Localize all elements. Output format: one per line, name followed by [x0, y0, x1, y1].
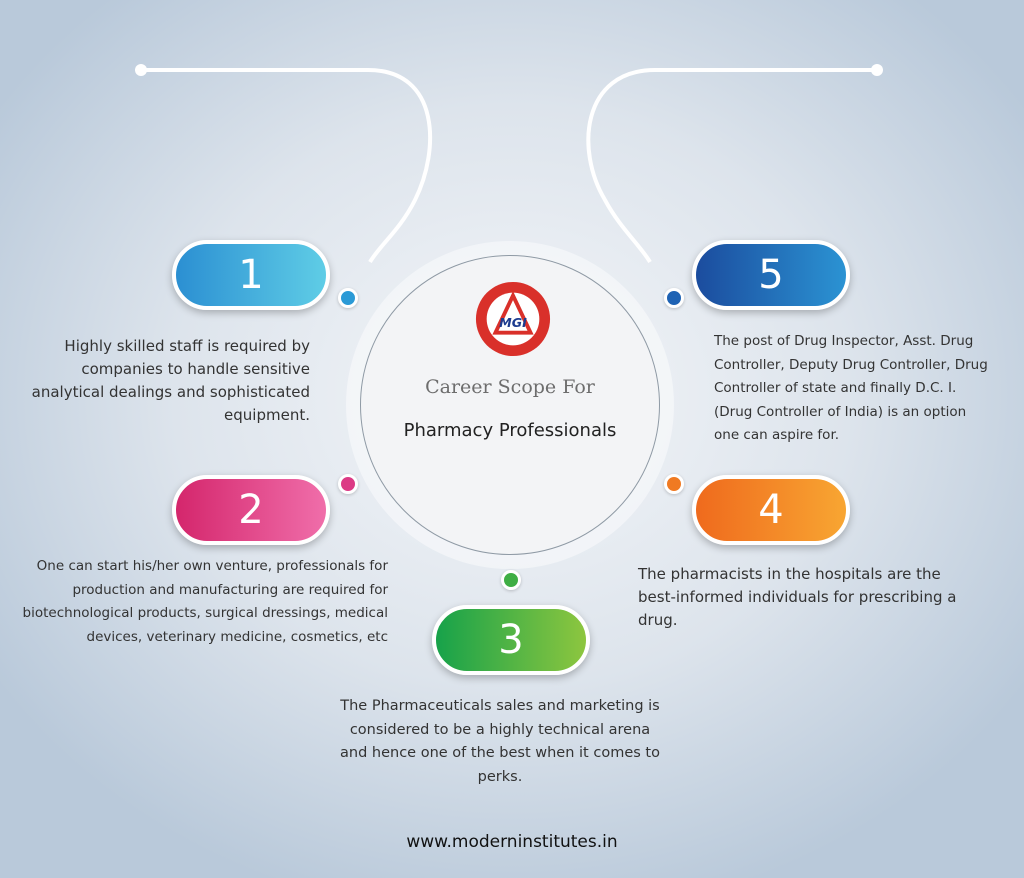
center-subtitle: Career Scope For: [425, 376, 595, 398]
step-4-badge: 4: [692, 475, 850, 545]
mgi-logo: MGI: [475, 281, 551, 357]
step-3-dot: [501, 570, 521, 590]
step-4-text: The pharmacists in the hospitals are the…: [638, 565, 957, 629]
step-5-dot: [664, 288, 684, 308]
step-2-text: One can start his/her own venture, profe…: [22, 558, 388, 645]
step-3-badge: 3: [432, 605, 590, 675]
step-4-dot: [664, 474, 684, 494]
logo-text: MGI: [499, 315, 527, 330]
step-1-text: Highly skilled staff is required by comp…: [31, 337, 310, 424]
step-1-dot: [338, 288, 358, 308]
step-1-badge: 1: [172, 240, 330, 310]
website-url[interactable]: www.moderninstitutes.in: [406, 832, 618, 852]
center-title: Pharmacy Professionals: [403, 420, 617, 441]
step-5-badge: 5: [692, 240, 850, 310]
step-5-text: The post of Drug Inspector, Asst. Drug C…: [714, 333, 988, 443]
step-2-dot: [338, 474, 358, 494]
step-2-badge: 2: [172, 475, 330, 545]
step-3-text: The Pharmaceuticals sales and marketing …: [340, 698, 660, 785]
